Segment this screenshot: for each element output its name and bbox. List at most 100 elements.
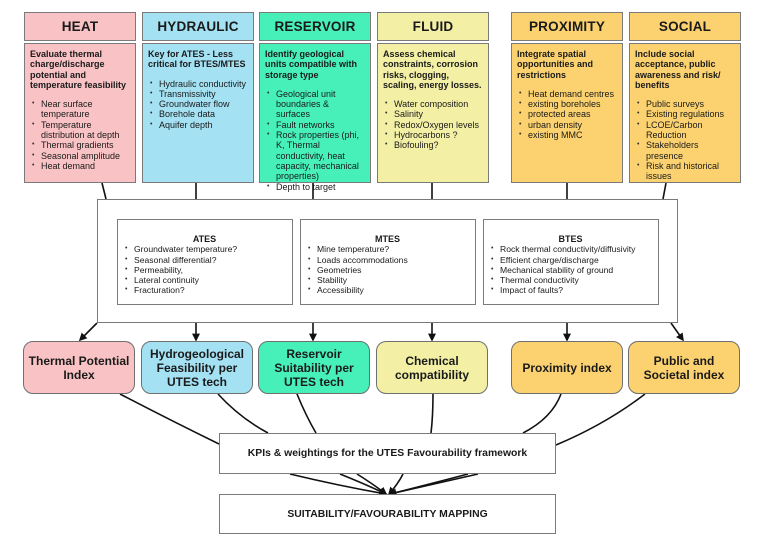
category-intro: Include social acceptance, public awaren… xyxy=(635,49,721,90)
category-title: HYDRAULIC xyxy=(142,12,254,41)
index-reservoir-suitability: Reservoir Suitability per UTES tech xyxy=(258,341,370,394)
list-item: Lateral continuity xyxy=(125,275,286,286)
category-intro: Key for ATES - Less critical for BTES/MT… xyxy=(148,49,246,70)
category-body: Key for ATES - Less critical for BTES/MT… xyxy=(142,43,254,183)
list-item: Temperature distribution at depth xyxy=(32,120,130,141)
list-item: Groundwater temperature? xyxy=(125,244,286,255)
arrow-kpi-map-2 xyxy=(339,473,388,495)
list-item: Geological unit boundaries & surfaces xyxy=(267,89,365,120)
category-heat: HEAT Evaluate thermal charge/discharge p… xyxy=(24,12,136,183)
list-item: Groundwater flow xyxy=(150,99,248,110)
list-item: Depth to target xyxy=(267,182,365,193)
tech-title: MTES xyxy=(374,234,400,244)
category-title: RESERVOIR xyxy=(259,12,371,41)
category-title: PROXIMITY xyxy=(511,12,623,41)
category-intro: Identify geological units compatible wit… xyxy=(265,49,358,80)
suitability-mapping-box: SUITABILITY/FAVOURABILITY MAPPING xyxy=(219,494,556,534)
arrow-societal-index xyxy=(670,322,684,342)
list-item: existing MMC xyxy=(519,130,617,141)
list-item: Heat demand centres xyxy=(519,89,617,100)
list-item: Hydraulic conductivity xyxy=(150,79,248,90)
kpi-weightings-box: KPIs & weightings for the UTES Favourabi… xyxy=(219,433,556,474)
category-list: Heat demand centres existing boreholes p… xyxy=(517,89,617,141)
list-item: Water composition xyxy=(385,99,483,110)
arrow-kpi-map-1 xyxy=(289,473,388,497)
list-item: Heat demand xyxy=(32,161,130,172)
index-chemical-compatibility: Chemical compatibility xyxy=(376,341,488,394)
curve-hydro-kpi xyxy=(217,393,269,434)
list-item: protected areas xyxy=(519,109,617,120)
list-item: Permeability, xyxy=(125,265,286,276)
list-item: Fault networks xyxy=(267,120,365,131)
list-item: Rock thermal conductivity/diffusivity xyxy=(491,244,652,255)
category-body: Identify geological units compatible wit… xyxy=(259,43,371,192)
index-thermal-potential: Thermal Potential Index xyxy=(23,341,135,394)
index-proximity: Proximity index xyxy=(511,341,623,394)
list-item: Stability xyxy=(308,275,469,286)
list-item: Stakeholders presence xyxy=(637,140,735,161)
list-item: Redox/Oxygen levels xyxy=(385,120,483,131)
list-item: Existing regulations xyxy=(637,109,735,120)
category-list: Near surface temperature Temperature dis… xyxy=(30,99,130,171)
arrow-kpi-map-3 xyxy=(356,473,388,495)
list-item: Fracturation? xyxy=(125,285,286,296)
arrow-kpi-map-5 xyxy=(388,473,469,497)
curve-societal-kpi xyxy=(555,393,646,446)
list-item: Transmissivity xyxy=(150,89,248,100)
category-fluid: FLUID Assess chemical constraints, corro… xyxy=(377,12,489,183)
list-item: Aquifer depth xyxy=(150,120,248,131)
list-item: Borehole data xyxy=(150,109,248,120)
list-item: Accessibility xyxy=(308,285,469,296)
category-body: Assess chemical constraints, corrosion r… xyxy=(377,43,489,183)
list-item: Loads accommodations xyxy=(308,255,469,266)
category-list: Water composition Salinity Redox/Oxygen … xyxy=(383,99,483,151)
list-item: existing boreholes xyxy=(519,99,617,110)
index-hydrogeological-feasibility: Hydrogeological Feasibility per UTES tec… xyxy=(141,341,253,394)
category-list: Public surveys Existing regulations LCOE… xyxy=(635,99,735,181)
list-item: Seasonal amplitude xyxy=(32,151,130,162)
category-title: SOCIAL xyxy=(629,12,741,41)
tech-list: Mine temperature? Loads accommodations G… xyxy=(306,244,469,296)
list-item: Biofouling? xyxy=(385,140,483,151)
category-body: Integrate spatial opportunities and rest… xyxy=(511,43,623,183)
list-item: Risk and historical issues xyxy=(637,161,735,182)
category-list: Geological unit boundaries & surfaces Fa… xyxy=(265,89,365,192)
list-item: Mine temperature? xyxy=(308,244,469,255)
curve-proximity-kpi xyxy=(522,393,562,434)
list-item: Near surface temperature xyxy=(32,99,130,120)
list-item: Mechanical stability of ground xyxy=(491,265,652,276)
list-item: Public surveys xyxy=(637,99,735,110)
list-item: Impact of faults? xyxy=(491,285,652,296)
arrow-kpi-map-4 xyxy=(387,473,404,496)
category-body: Evaluate thermal charge/discharge potent… xyxy=(24,43,136,183)
list-item: Hydrocarbons ? xyxy=(385,130,483,141)
arrow-thermal-index xyxy=(78,322,98,342)
category-intro: Assess chemical constraints, corrosion r… xyxy=(383,49,482,90)
tech-box-ates: ATES Groundwater temperature? Seasonal d… xyxy=(117,219,293,305)
list-item: Thermal conductivity xyxy=(491,275,652,286)
tech-box-btes: BTES Rock thermal conductivity/diffusivi… xyxy=(483,219,659,305)
list-item: urban density xyxy=(519,120,617,131)
category-intro: Integrate spatial opportunities and rest… xyxy=(517,49,593,80)
tech-list: Rock thermal conductivity/diffusivity Ef… xyxy=(489,244,652,296)
category-intro: Evaluate thermal charge/discharge potent… xyxy=(30,49,127,90)
category-list: Hydraulic conductivity Transmissivity Gr… xyxy=(148,79,248,131)
connector-social xyxy=(662,182,667,200)
tech-title: ATES xyxy=(192,234,217,244)
tech-title: BTES xyxy=(558,234,583,244)
list-item: LCOE/Carbon Reduction xyxy=(637,120,735,141)
list-item: Thermal gradients xyxy=(32,140,130,151)
list-item: Efficient charge/discharge xyxy=(491,255,652,266)
category-proximity: PROXIMITY Integrate spatial opportunitie… xyxy=(511,12,623,183)
list-item: Geometries xyxy=(308,265,469,276)
list-item: Seasonal differential? xyxy=(125,255,286,266)
category-body: Include social acceptance, public awaren… xyxy=(629,43,741,183)
tech-list: Groundwater temperature? Seasonal differ… xyxy=(123,244,286,296)
curve-chemical-kpi xyxy=(430,393,434,434)
curve-reservoir-kpi xyxy=(296,393,317,434)
category-title: HEAT xyxy=(24,12,136,41)
category-hydraulic: HYDRAULIC Key for ATES - Less critical f… xyxy=(142,12,254,183)
category-title: FLUID xyxy=(377,12,489,41)
category-social: SOCIAL Include social acceptance, public… xyxy=(629,12,741,183)
category-reservoir: RESERVOIR Identify geological units comp… xyxy=(259,12,371,192)
